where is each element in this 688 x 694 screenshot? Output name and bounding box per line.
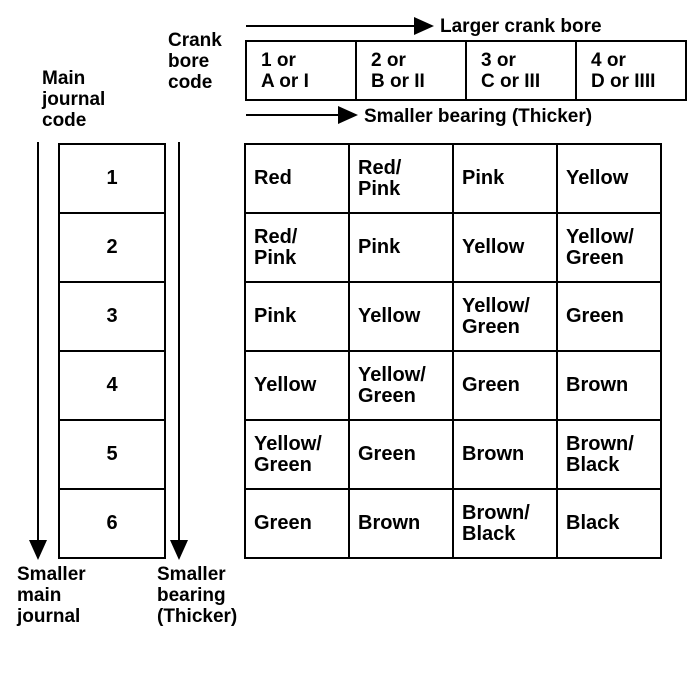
main-journal-code-3: 3 bbox=[58, 281, 166, 352]
bearing-color-cell: Yellow bbox=[348, 281, 454, 352]
bearing-color-cell: Brown/ Black bbox=[452, 488, 558, 559]
main-journal-code-2: 2 bbox=[58, 212, 166, 283]
main-journal-code-4: 4 bbox=[58, 350, 166, 421]
crank-bore-code-2: 2 or B or II bbox=[355, 40, 467, 101]
crank-bore-code-4: 4 or D or IIII bbox=[575, 40, 687, 101]
smaller-bearing-arrowhead-icon bbox=[338, 106, 358, 124]
crank-bore-code-3: 3 or C or III bbox=[465, 40, 577, 101]
table-row: Red Red/ Pink Pink Yellow bbox=[244, 143, 662, 214]
bearing-color-cell: Yellow bbox=[244, 350, 350, 421]
crank-bore-code-table: 1 or A or I 2 or B or II 3 or C or III 4… bbox=[245, 40, 687, 101]
smaller-bearing-vertical-arrow-line bbox=[178, 142, 180, 542]
bearing-color-cell: Brown bbox=[556, 350, 662, 421]
main-journal-code-table: 1 2 3 4 5 6 bbox=[58, 143, 166, 559]
bearing-color-cell: Red/ Pink bbox=[348, 143, 454, 214]
main-journal-code-label: Main journal code bbox=[42, 68, 106, 131]
smaller-bearing-bottom-label: Smaller bearing (Thicker) bbox=[157, 564, 238, 627]
bearing-color-grid: Red Red/ Pink Pink Yellow Red/ Pink Pink… bbox=[244, 143, 662, 559]
bearing-color-cell: Red/ Pink bbox=[244, 212, 350, 283]
bearing-color-cell: Green bbox=[452, 350, 558, 421]
bearing-color-cell: Red bbox=[244, 143, 350, 214]
smaller-bearing-top-label: Smaller bearing (Thicker) bbox=[364, 106, 593, 127]
bearing-color-cell: Black bbox=[556, 488, 662, 559]
larger-crank-bore-arrow-line bbox=[246, 25, 416, 27]
crank-bore-code-label: Crank bore code bbox=[168, 30, 222, 93]
bearing-color-cell: Green bbox=[556, 281, 662, 352]
smaller-bearing-arrow-line bbox=[246, 114, 342, 116]
table-row: Red/ Pink Pink Yellow Yellow/ Green bbox=[244, 212, 662, 283]
table-row: Yellow Yellow/ Green Green Brown bbox=[244, 350, 662, 421]
smaller-main-journal-label: Smaller main journal bbox=[17, 564, 86, 627]
bearing-color-cell: Yellow bbox=[452, 212, 558, 283]
bearing-color-cell: Pink bbox=[244, 281, 350, 352]
smaller-main-journal-arrowhead-icon bbox=[29, 540, 47, 560]
bearing-color-cell: Yellow/ Green bbox=[244, 419, 350, 490]
larger-crank-bore-arrowhead-icon bbox=[414, 17, 434, 35]
larger-crank-bore-label: Larger crank bore bbox=[440, 16, 602, 37]
bearing-color-cell: Pink bbox=[348, 212, 454, 283]
table-row: Yellow/ Green Green Brown Brown/ Black bbox=[244, 419, 662, 490]
main-journal-code-6: 6 bbox=[58, 488, 166, 559]
bearing-color-cell: Yellow/ Green bbox=[452, 281, 558, 352]
bearing-color-cell: Brown/ Black bbox=[556, 419, 662, 490]
bearing-color-cell: Yellow/ Green bbox=[556, 212, 662, 283]
table-row: Pink Yellow Yellow/ Green Green bbox=[244, 281, 662, 352]
bearing-color-cell: Yellow bbox=[556, 143, 662, 214]
bearing-color-cell: Brown bbox=[452, 419, 558, 490]
bearing-color-cell: Green bbox=[348, 419, 454, 490]
table-row: Green Brown Brown/ Black Black bbox=[244, 488, 662, 559]
crank-bore-code-1: 1 or A or I bbox=[245, 40, 357, 101]
smaller-bearing-vertical-arrowhead-icon bbox=[170, 540, 188, 560]
smaller-main-journal-arrow-line bbox=[37, 142, 39, 542]
bearing-color-cell: Brown bbox=[348, 488, 454, 559]
main-journal-code-1: 1 bbox=[58, 143, 166, 214]
main-journal-code-5: 5 bbox=[58, 419, 166, 490]
bearing-color-cell: Green bbox=[244, 488, 350, 559]
bearing-color-cell: Pink bbox=[452, 143, 558, 214]
bearing-color-cell: Yellow/ Green bbox=[348, 350, 454, 421]
